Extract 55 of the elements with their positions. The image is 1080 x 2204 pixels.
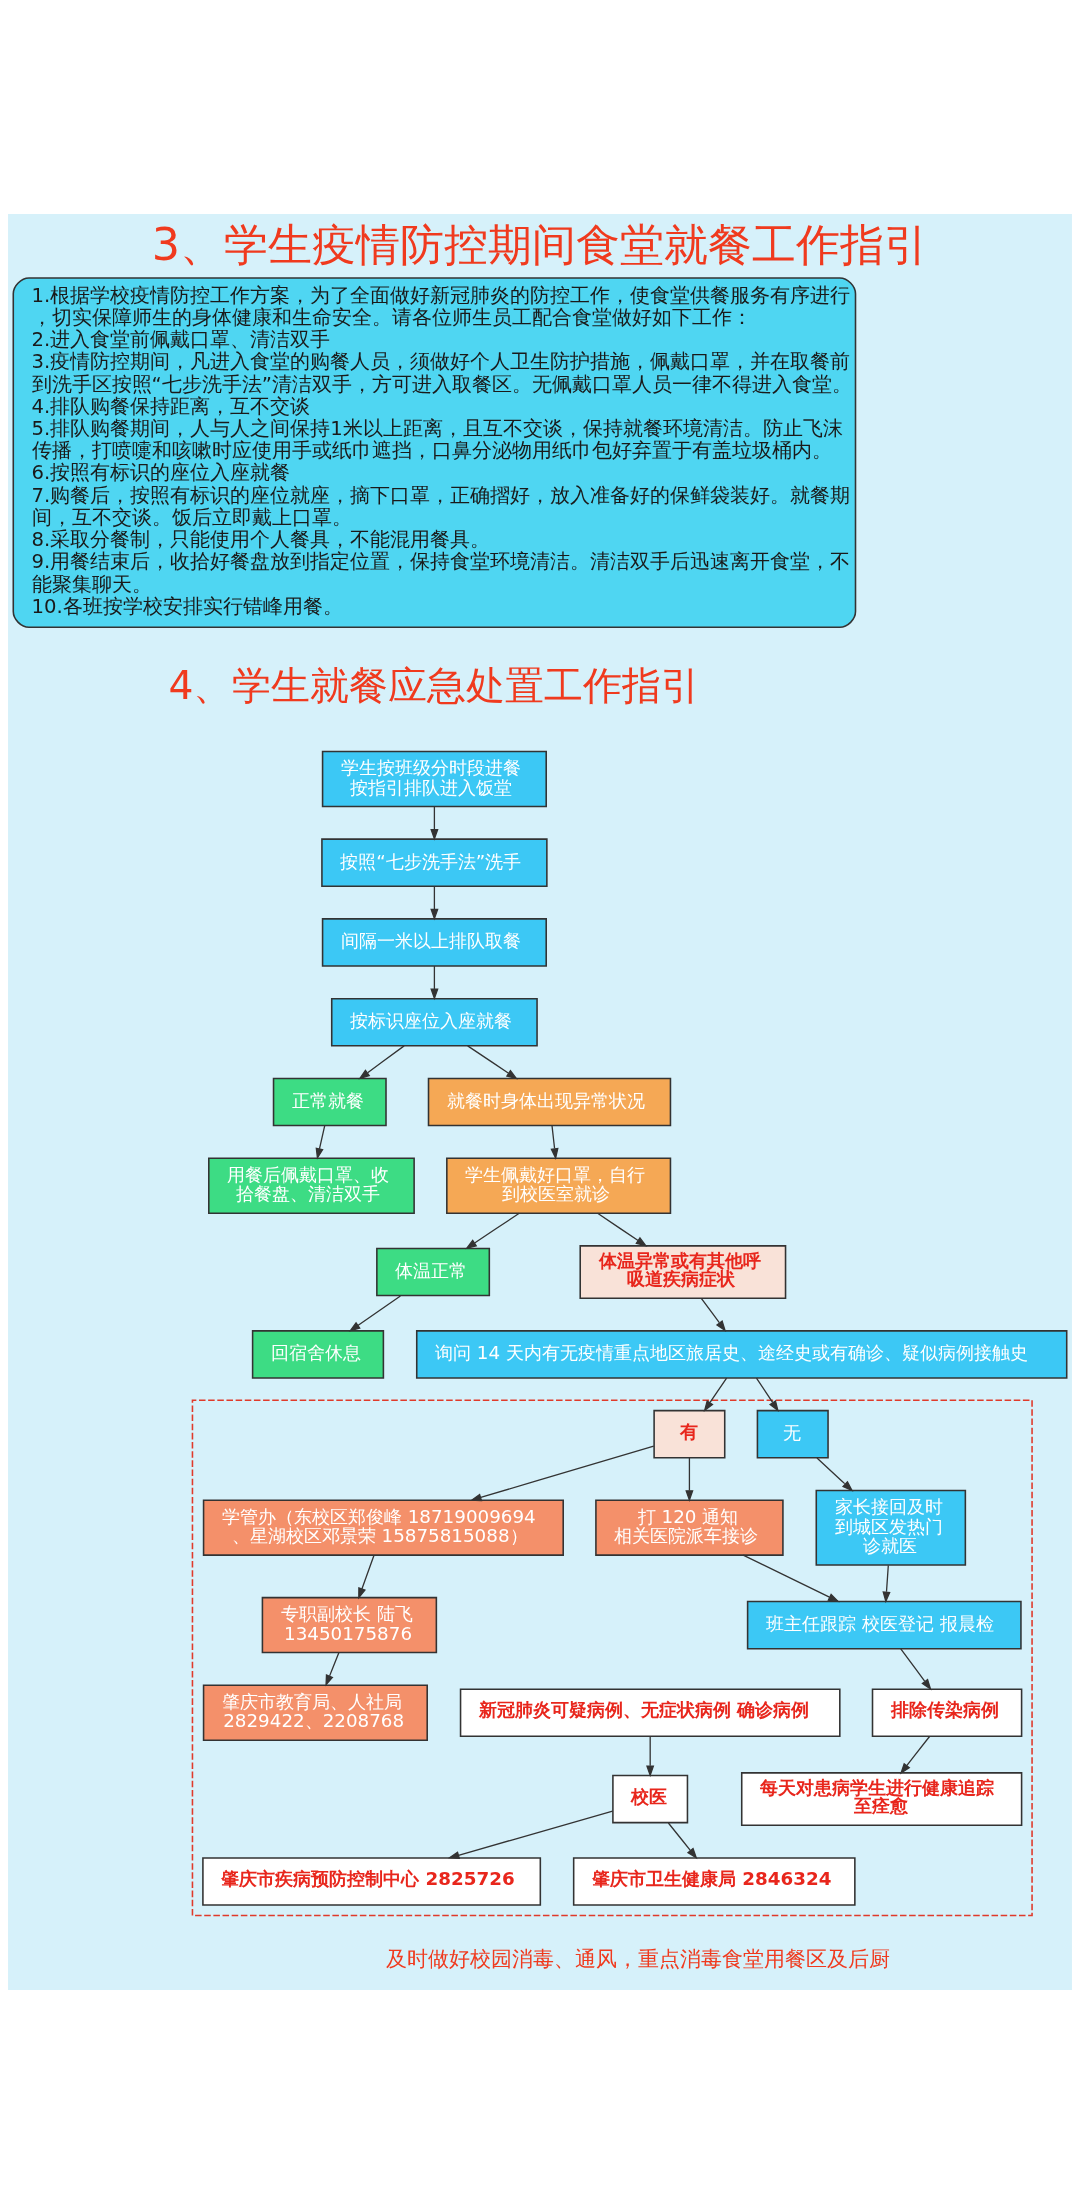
arrow (703, 1377, 728, 1412)
arrow (899, 1735, 931, 1775)
arrow (667, 1822, 698, 1860)
node-box: 间隔一米以上排队取餐 (321, 918, 547, 967)
arrow (447, 1810, 614, 1860)
arrow (430, 806, 439, 841)
node-box: 体温异常或有其他呼吸道疾病症状 (579, 1245, 787, 1299)
arrow (646, 1735, 655, 1778)
node-box: 回宿舍休息 (251, 1330, 385, 1379)
node-box: 正常就餐 (272, 1077, 387, 1127)
arrow (755, 1377, 779, 1412)
node-box: 有 (653, 1409, 726, 1459)
arrow (315, 1125, 326, 1160)
node-box: 询问 14 天内有无疫情重点地区旅居史、途经史或有确诊、疑似病例接触史 (415, 1330, 1068, 1379)
node-box: 按照“七步洗手法”洗手 (321, 838, 548, 887)
arrow (430, 965, 439, 1001)
arrow (348, 1295, 402, 1332)
node-box: 排除传染病例 (871, 1688, 1023, 1738)
arrow (742, 1554, 840, 1603)
node-box: 新冠肺炎可疑病例、无症状病例 确诊病例 (459, 1688, 841, 1738)
arrow (358, 1045, 405, 1080)
node-box: 每天对患病学生进行健康追踪至痊愈 (740, 1772, 1023, 1826)
arrow (465, 1212, 520, 1250)
node-box: 打 120 通知相关医院派车接诊 (595, 1499, 784, 1556)
arrow (700, 1297, 727, 1333)
label: 及时做好校园消毒、通风，重点消毒食堂用餐区及后厨 (386, 1947, 891, 1972)
arrow (685, 1457, 694, 1502)
node-box: 就餐时身体出现异常状况 (427, 1077, 672, 1127)
node-box: 按标识座位入座就餐 (330, 997, 538, 1047)
arrow (882, 1564, 891, 1604)
node-box: 1.根据学校疫情防控工作方案，为了全面做好新冠肺炎的防控工作，使食堂供餐服务有序进行，切实保障师生的身体健康和生命安全。请各位师生员工配合食堂做好如下工作： 2.进入食堂前佩戴口罩、清洁双手 3.疫情防控期间，凡进入食堂的购餐人员，须做好个人卫生防护措施，佩戴口罩，并在取餐前到洗手区按照“七步洗手法”清洁双手，方可进入取餐区。无佩戴口罩人员一律不得进入食堂。 4.排队购餐保持距离，互不交谈 5.排队购餐期间，人与人之间保持1米以上距离，且互不交谈，保持就餐环境清洁。防止飞沫传播，打喷嚏和咳嗽时应使用手或纸巾遮挡，口鼻分泌物用纸巾包好弃置于有盖垃圾桶内。 6.按照有标识的座位入座就餐 7.购餐后，按照有标识的座位就座，摘下口罩，正确摺好，放入准备好的保鲜袋装好。就餐期间，互不交谈。饭后立即戴上口罩。 8.采取分餐制，只能使用个人餐具，不能混用餐具。 9.用餐结束后，收拾好餐盘放到指定位置，保持食堂环境清洁。清洁双手后迅速离开食堂，不能聚集聊天。 10.各班按学校安排实行错峰用餐。 (12, 277, 857, 629)
arrow (900, 1648, 932, 1691)
node-box: 学管办（东校区郑俊峰 18719009694、星湖校区邓景荣 15875815088） (202, 1499, 564, 1556)
arrow (467, 1045, 518, 1080)
arrow (358, 1554, 375, 1600)
arrow (469, 1445, 655, 1502)
arrow (596, 1212, 648, 1247)
node-box: 肇庆市卫生健康局 2846324 (572, 1857, 856, 1906)
label: 4、学生就餐应急处置工作指引 (168, 663, 701, 709)
node-box: 体温正常 (376, 1247, 491, 1297)
node-box: 无 (756, 1409, 829, 1459)
node-box: 班主任跟踪 校医登记 报晨检 (746, 1600, 1022, 1650)
node-box: 家长接回及时到城区发热门诊就医 (815, 1489, 967, 1566)
diagram-title: 3、学生疫情防控期间食堂就餐工作指引 (151, 219, 929, 271)
node-box: 肇庆市教育局、人社局 2829422、2208768 (202, 1684, 428, 1741)
node-box: 肇庆市疾病预防控制中心 2825726 (202, 1857, 542, 1906)
arrow (430, 885, 439, 921)
arrow (550, 1125, 559, 1160)
arrow (816, 1457, 854, 1492)
node-box: 用餐后佩戴口罩、收拾餐盘、清洁双手 (208, 1157, 415, 1214)
node-box: 学生佩戴好口罩，自行到校医室就诊 (446, 1157, 672, 1214)
arrow (325, 1652, 340, 1687)
node-box: 学生按班级分时段进餐 按指引排队进入饭堂 (321, 750, 547, 808)
node-box: 校医 (612, 1774, 689, 1824)
node-box: 专职副校长 陆飞 13450175876 (261, 1596, 438, 1654)
